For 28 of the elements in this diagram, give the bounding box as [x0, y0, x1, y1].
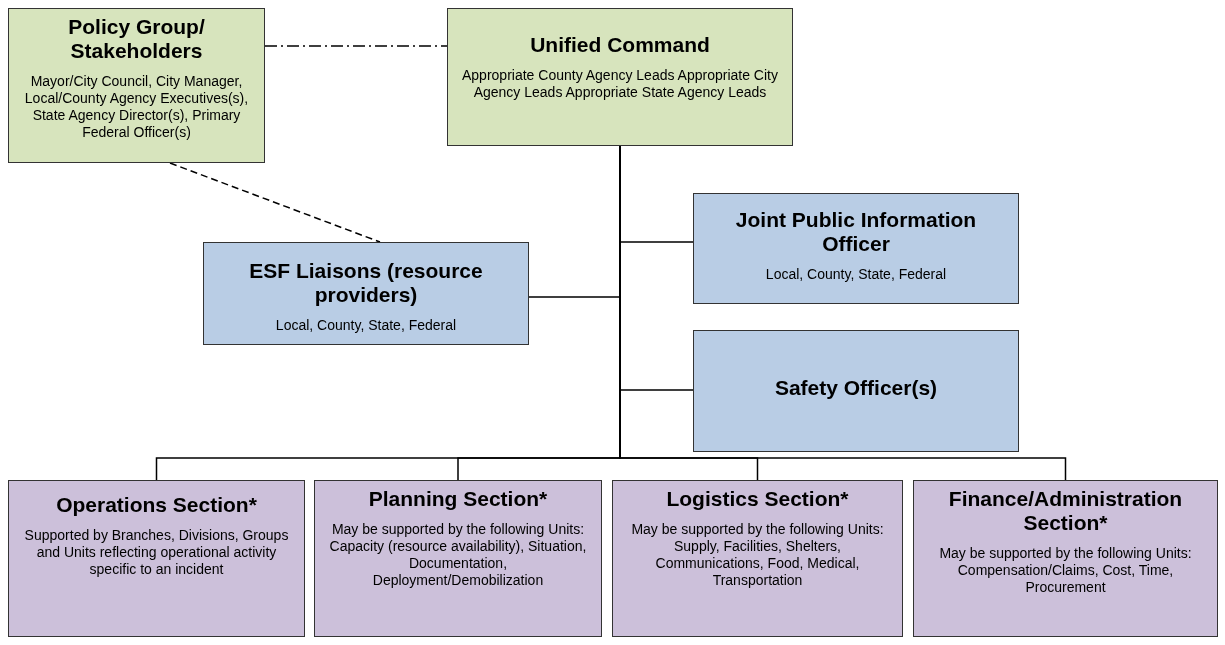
box-title: Logistics Section* — [666, 487, 849, 512]
box-description: Local, County, State, Federal — [275, 317, 457, 335]
box-description: Local, County, State, Federal — [765, 266, 947, 284]
org-box — [447, 8, 793, 146]
box-title: Finance/Administration Section* — [947, 487, 1184, 536]
box-description: May be supported by the following Units: Capacity (resource availability), Situation, Documentation, Deployment/Demobilization — [328, 521, 588, 589]
box-description: Mayor/City Council, City Manager, Local/County Agency Executives(s), State Agency Director(s), Primary Federal Officer(s) — [23, 73, 250, 141]
box-title: Safety Officer(s) — [774, 375, 938, 401]
box-description: May be supported by the following Units: Supply, Facilities, Shelters, Communications, Food, Medical, Transportation — [630, 521, 885, 589]
org-box — [8, 8, 265, 163]
org-box — [913, 480, 1218, 637]
org-box — [693, 330, 1019, 452]
box-description: Supported by Branches, Divisions, Groups and Units reflecting operational activity specific to an incident — [23, 527, 290, 578]
org-box — [314, 480, 602, 637]
dashed-connector — [264, 45, 448, 47]
box-description: Appropriate County Agency Leads Appropriate City Agency Leads Appropriate State Agency Leads — [461, 67, 779, 101]
dashed-connector — [169, 162, 381, 243]
box-title: Policy Group/ Stakeholders — [67, 15, 206, 64]
box-title: Planning Section* — [368, 487, 548, 512]
box-title: Unified Command — [530, 33, 710, 58]
box-title: ESF Liaisons (resource providers) — [248, 259, 484, 308]
box-title: Joint Public Information Officer — [734, 208, 978, 257]
box-description: May be supported by the following Units: Compensation/Claims, Cost, Time, Procurement — [938, 545, 1193, 596]
org-box — [612, 480, 903, 637]
box-title: Operations Section* — [56, 493, 257, 518]
org-box — [693, 193, 1019, 304]
org-box — [8, 480, 305, 637]
org-box — [203, 242, 529, 345]
